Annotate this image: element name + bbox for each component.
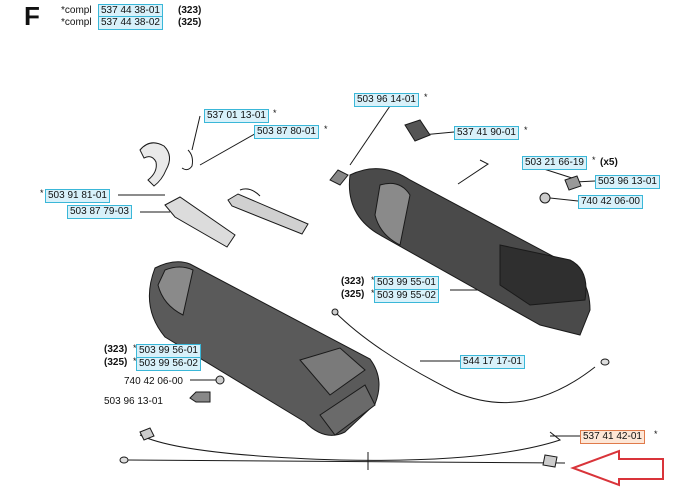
part-label-p4[interactable]: 537 41 90-01 — [454, 126, 519, 140]
header-line2-code[interactable]: 537 44 38-02 — [98, 16, 163, 30]
part-qty-p5: (x5) — [600, 157, 618, 168]
star-p10b: * — [371, 288, 375, 298]
part-label-p10b[interactable]: 503 99 55-02 — [374, 289, 439, 303]
part-label-p5[interactable]: 503 21 66-19 — [522, 156, 587, 170]
part-label-p13[interactable]: 740 42 06-00 — [124, 376, 183, 387]
part-label-p3[interactable]: 503 96 14-01 — [354, 93, 419, 107]
header-line2-prefix: *compl — [61, 17, 92, 28]
model-325-label-a: (325) — [341, 289, 365, 300]
model-325-label-b: (325) — [104, 357, 128, 368]
model-323-label-b: (323) — [104, 344, 128, 355]
header-line2-model: (325) — [178, 17, 202, 28]
star-p3: * — [424, 92, 428, 102]
part-label-p8[interactable]: 503 91 81-01 — [45, 189, 110, 203]
star-p4: * — [524, 125, 528, 135]
part-label-p12a[interactable]: 503 99 56-01 — [136, 344, 201, 358]
part-label-p2[interactable]: 503 87 80-01 — [254, 125, 319, 139]
star-p1: * — [273, 108, 277, 118]
highlight-arrow — [570, 449, 664, 487]
star-p5: * — [592, 155, 596, 165]
part-label-p12b[interactable]: 503 99 56-02 — [136, 357, 201, 371]
star-p15: * — [654, 429, 658, 439]
part-label-p11[interactable]: 544 17 17-01 — [460, 355, 525, 369]
section-letter: F — [24, 1, 40, 31]
star-p12b: * — [133, 356, 137, 366]
part-label-p6[interactable]: 503 96 13-01 — [595, 175, 660, 189]
header-line1-model: (323) — [178, 5, 202, 16]
star-p8: * — [40, 188, 44, 198]
part-label-p9[interactable]: 503 87 79-03 — [67, 205, 132, 219]
header-line1-prefix: *compl — [61, 5, 92, 16]
part-label-p7[interactable]: 740 42 06-00 — [578, 195, 643, 209]
model-323-label-a: (323) — [341, 276, 365, 287]
star-p2: * — [324, 124, 328, 134]
part-label-p1[interactable]: 537 01 13-01 — [204, 109, 269, 123]
star-p12a: * — [133, 343, 137, 353]
star-p10a: * — [371, 275, 375, 285]
part-label-p14[interactable]: 503 96 13-01 — [104, 396, 163, 407]
part-label-p15[interactable]: 537 41 42-01 — [580, 430, 645, 444]
part-label-p10a[interactable]: 503 99 55-01 — [374, 276, 439, 290]
